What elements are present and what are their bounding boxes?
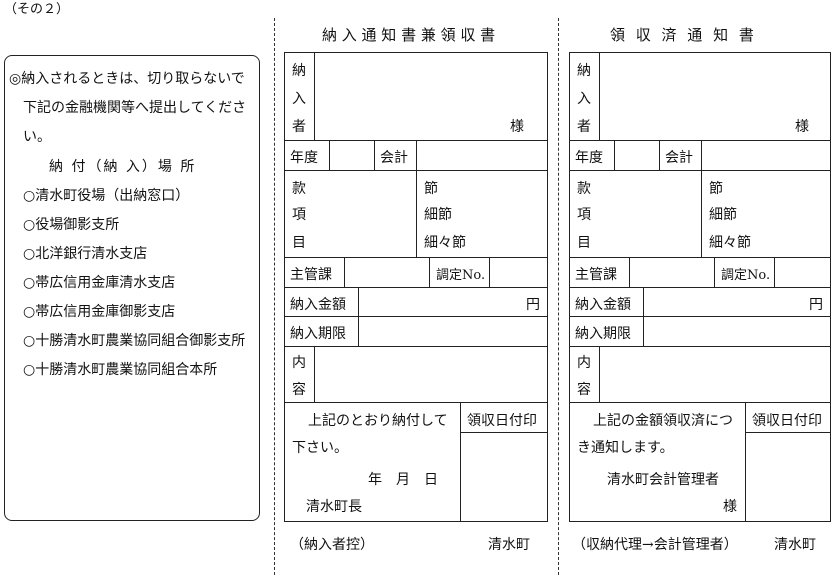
payer-char: 入	[577, 91, 591, 107]
info-line: ○十勝清水町農業協同組合御影支所	[23, 333, 246, 349]
naiyo-char: 内	[292, 355, 306, 371]
info-heading: 納 付（納 入）場 所	[49, 159, 197, 175]
form1-footer-left: （納入者控）	[290, 537, 374, 553]
payer-char: 者	[577, 119, 591, 135]
moku-label: 目	[577, 235, 591, 251]
kan-label: 款	[292, 181, 306, 197]
saisaisetsu-label: 細々節	[709, 235, 751, 251]
signer-label: 清水町会計管理者	[607, 472, 719, 488]
form1-footer-right: 清水町	[488, 537, 530, 553]
setsu-label: 節	[424, 181, 438, 197]
stamp-label: 領収日付印	[467, 413, 537, 429]
form2-title: 領 収 済 通 知 書	[610, 26, 757, 44]
cut-line-1	[274, 18, 275, 575]
chotei-label: 調定No.	[436, 268, 486, 283]
payer-char: 納	[292, 63, 306, 79]
form2-footer-left: （収納代理→会計管理者）	[572, 537, 738, 553]
deadline-label: 納入期限	[575, 326, 631, 342]
form1-title: 納 入 通 知 書 兼 領 収 書	[322, 26, 496, 44]
page-note: （その２）	[4, 2, 70, 17]
naiyo-char: 容	[292, 382, 306, 398]
payer-char: 入	[292, 91, 306, 107]
stamp-label: 領収日付印	[752, 413, 822, 429]
kaikei-label: 会計	[380, 150, 408, 166]
info-line: ◎納入されるときは、切り取らないで	[9, 71, 245, 87]
kou-label: 項	[292, 207, 306, 223]
amount-label: 納入金額	[575, 297, 631, 313]
sama-label: 様	[795, 119, 809, 135]
sama-label: 様	[510, 119, 524, 135]
moku-label: 目	[292, 235, 306, 251]
message-line: 上記の金額領収済につ	[593, 413, 733, 429]
yen-label: 円	[526, 297, 540, 313]
cut-line-2	[558, 18, 559, 575]
message-line: き通知します。	[577, 440, 674, 456]
form1: 納 入 者 様 年度 会計 款 項 目 節 細節 細々節 主管課 調定No. 納…	[284, 52, 548, 522]
nendo-label: 年度	[575, 150, 603, 166]
saisetsu-label: 細節	[424, 207, 452, 223]
naiyo-char: 内	[577, 355, 591, 371]
info-line: 下記の金融機関等へ提出してくださ	[23, 100, 247, 116]
form2-footer-right: 清水町	[774, 537, 816, 553]
sama-label: 様	[723, 499, 737, 515]
yen-label: 円	[809, 297, 823, 313]
info-line: い。	[23, 129, 51, 145]
date-line: 年 月 日	[368, 472, 438, 488]
info-line: ○役場御影支所	[23, 217, 120, 233]
info-line: ○帯広信用金庫清水支店	[23, 275, 176, 291]
kan-label: 款	[577, 181, 591, 197]
form2: 納 入 者 様 年度 会計 款 項 目 節 細節 細々節 主管課 調定No. 納…	[569, 52, 831, 522]
nendo-label: 年度	[290, 150, 318, 166]
deadline-label: 納入期限	[290, 326, 346, 342]
chotei-label: 調定No.	[721, 268, 771, 283]
setsu-label: 節	[709, 181, 723, 197]
shukan-label: 主管課	[575, 267, 617, 283]
saisaisetsu-label: 細々節	[424, 235, 466, 251]
info-line: ○帯広信用金庫御影支店	[23, 304, 176, 320]
info-line: ○北洋銀行清水支店	[23, 246, 148, 262]
message-line: 下さい。	[292, 440, 348, 456]
message-line: 上記のとおり納付して	[308, 413, 448, 429]
info-line: ○十勝清水町農業協同組合本所	[23, 362, 218, 378]
info-line: ○清水町役場（出納窓口）	[23, 188, 190, 204]
payment-location-box: ◎納入されるときは、切り取らないで 下記の金融機関等へ提出してくださ い。 納 …	[4, 55, 260, 521]
kou-label: 項	[577, 207, 591, 223]
saisetsu-label: 細節	[709, 207, 737, 223]
amount-label: 納入金額	[290, 297, 346, 313]
signer-label: 清水町長	[306, 499, 362, 515]
payer-char: 者	[292, 119, 306, 135]
shukan-label: 主管課	[290, 267, 332, 283]
payer-char: 納	[577, 63, 591, 79]
kaikei-label: 会計	[665, 150, 693, 166]
naiyo-char: 容	[577, 382, 591, 398]
